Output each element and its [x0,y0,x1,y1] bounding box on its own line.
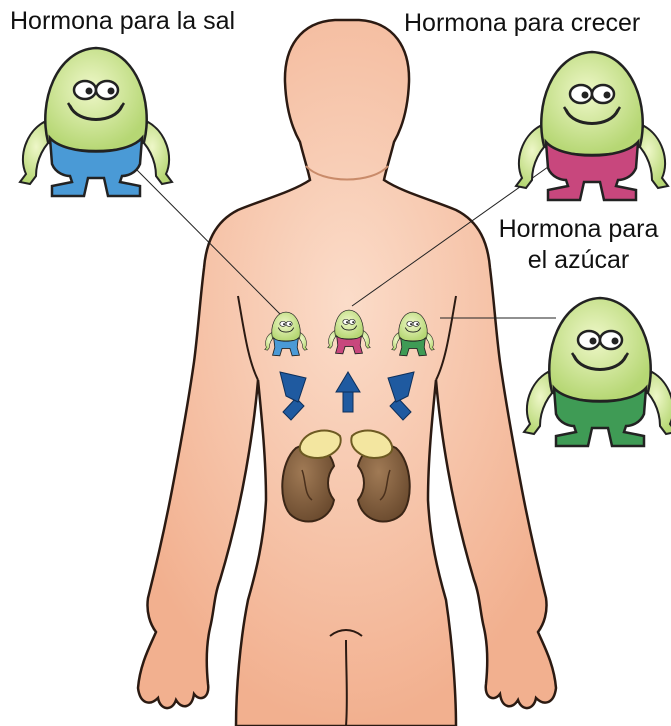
growth-hormone-character [516,52,668,200]
salt-hormone-label: Hormona para la sal [10,6,235,37]
sugar-hormone-character [524,298,671,446]
sugar-hormone-label: Hormona para el azúcar [486,214,671,276]
sugar-label-line2: el azúcar [486,245,671,276]
growth-hormone-label: Hormona para crecer [404,8,640,39]
sugar-label-line1: Hormona para [486,214,671,245]
salt-hormone-character [20,48,172,196]
